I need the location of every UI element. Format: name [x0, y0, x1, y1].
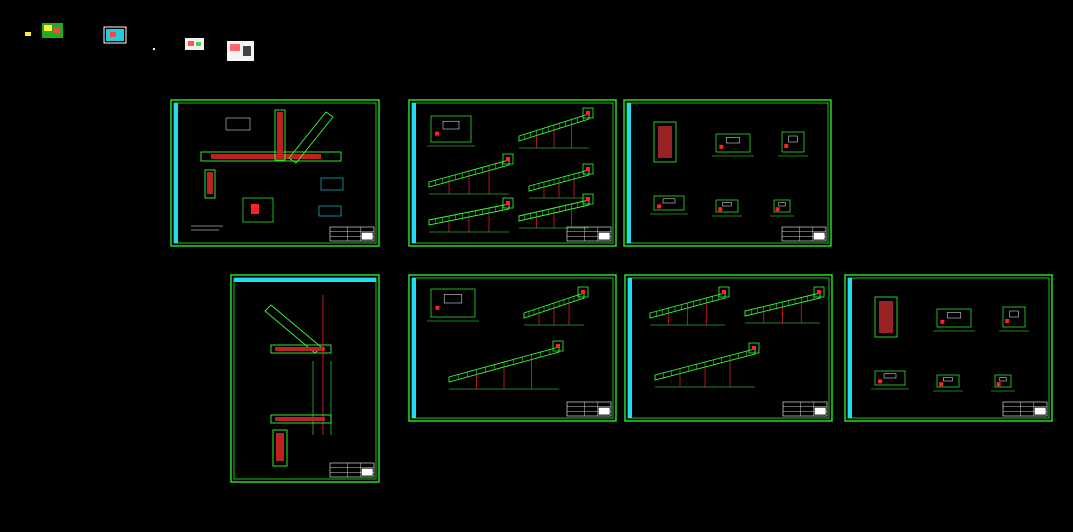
thumb-4[interactable]: [153, 48, 155, 50]
thumb-5[interactable]: [185, 38, 204, 50]
thumb-2[interactable]: [42, 23, 63, 38]
sheet-4[interactable]: [230, 274, 380, 483]
sheet-5[interactable]: [408, 274, 617, 422]
drawing-sheets: [170, 99, 1053, 483]
sheet-2[interactable]: [408, 99, 617, 247]
sheet-3[interactable]: [623, 99, 832, 247]
thumb-1[interactable]: [25, 32, 31, 36]
thumbnail-strip: [25, 23, 254, 61]
thumb-3[interactable]: [103, 26, 127, 44]
thumb-6[interactable]: [227, 41, 254, 61]
sheet-1[interactable]: [170, 99, 380, 247]
sheet-7[interactable]: [844, 274, 1053, 422]
sheet-6[interactable]: [624, 274, 833, 422]
